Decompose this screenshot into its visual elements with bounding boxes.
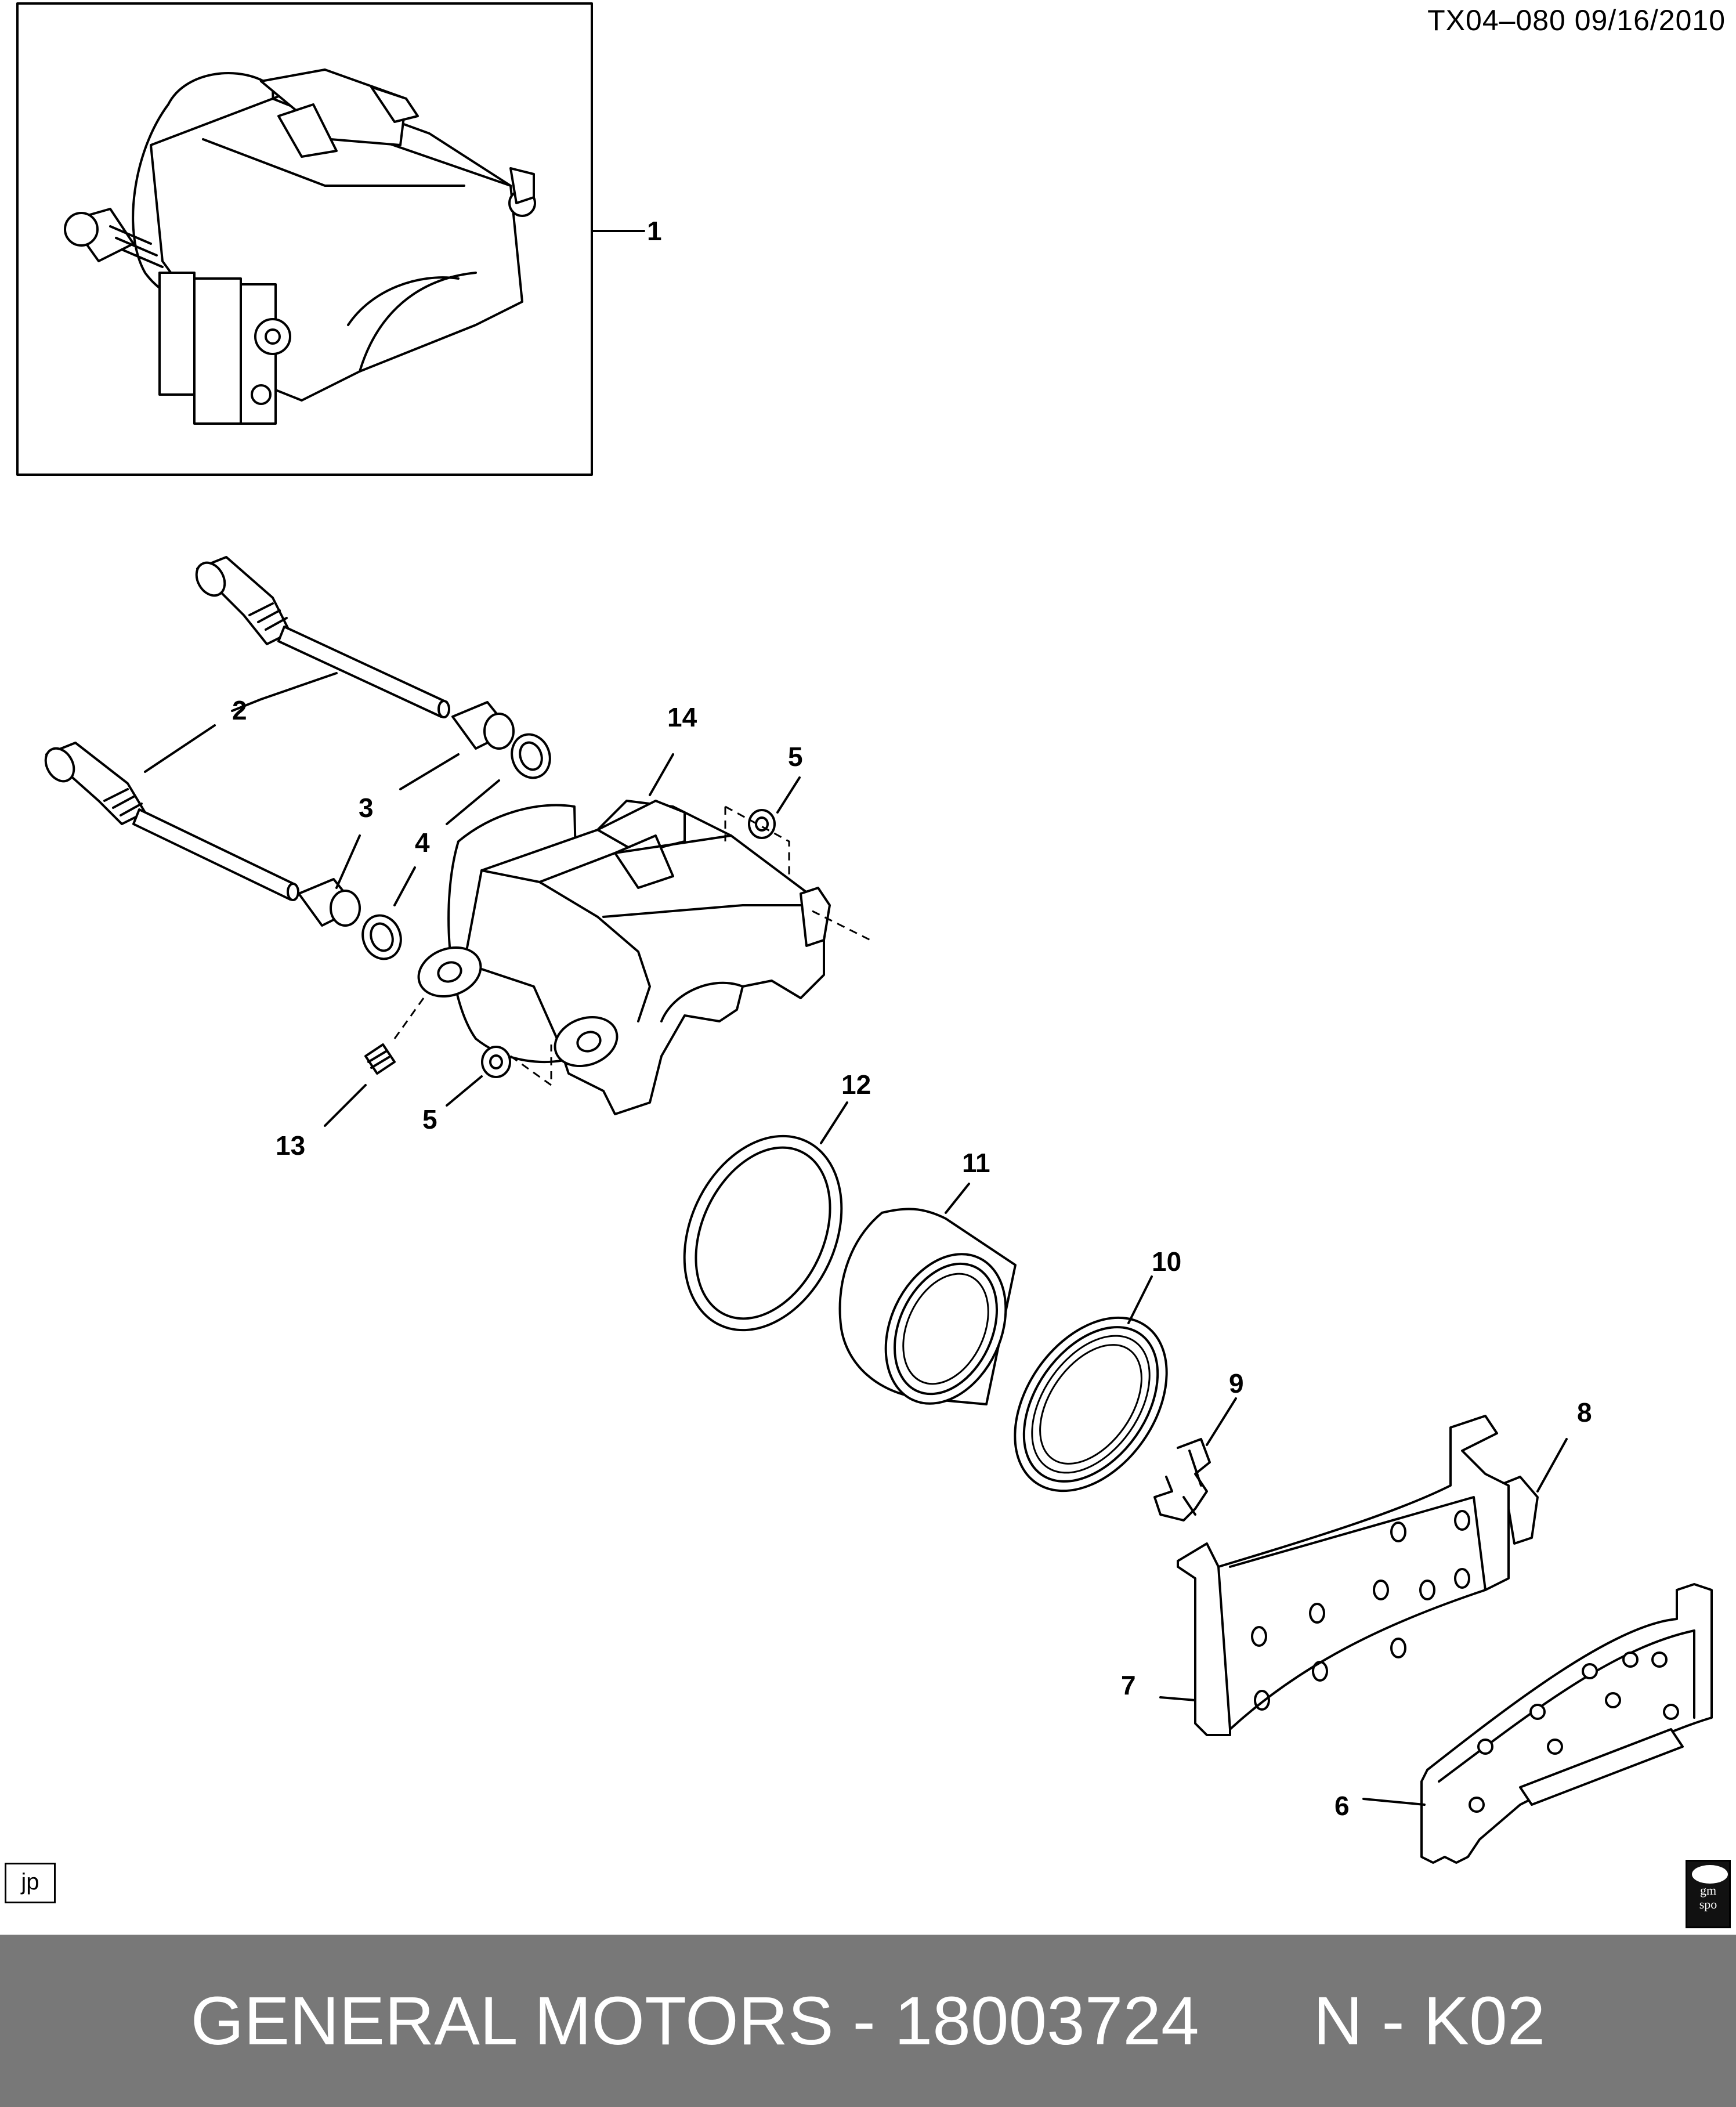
callout-1: 1 bbox=[647, 216, 662, 246]
piston-seal: 12 bbox=[683, 1069, 871, 1332]
callout-5-lower: 5 bbox=[422, 1104, 437, 1134]
exploded-view-diagram: 1 2 3 3 4 bbox=[16, 2, 1713, 1864]
footer-part-number: 18003724 bbox=[894, 1982, 1199, 2059]
footer-brand: GENERAL MOTORS bbox=[190, 1982, 834, 2059]
sleeve-bushings: 3 3 bbox=[298, 701, 515, 927]
document-reference: TX04–080 09/16/2010 bbox=[1427, 4, 1726, 37]
callout-4: 4 bbox=[415, 827, 430, 858]
inner-brake-pad: 7 bbox=[1121, 1415, 1510, 1736]
bushing-boots: 4 bbox=[361, 733, 551, 960]
gm-spo-logo: gm spo bbox=[1686, 1860, 1731, 1928]
footer-separator: - bbox=[833, 1982, 895, 2059]
retainer-clip: 9 bbox=[1153, 1368, 1244, 1521]
assembly-inset: 1 bbox=[16, 2, 662, 476]
logo-text-spo: spo bbox=[1699, 1897, 1717, 1911]
footer-code: N - K02 bbox=[1313, 1982, 1546, 2059]
guide-pin-bolts: 2 bbox=[44, 556, 450, 901]
bleeder-caps: 5 5 bbox=[422, 742, 871, 1134]
footer-gap bbox=[1199, 1982, 1314, 2061]
callout-3-upper: 3 bbox=[359, 793, 374, 823]
callout-5-upper: 5 bbox=[788, 742, 803, 772]
corner-tag: jp bbox=[5, 1863, 56, 1903]
callout-9: 9 bbox=[1229, 1368, 1244, 1398]
pad-backing-rivets bbox=[1469, 1651, 1679, 1813]
callout-8: 8 bbox=[1577, 1397, 1592, 1427]
footer-bar: GENERAL MOTORS - 18003724 N - K02 bbox=[0, 1935, 1736, 2107]
callout-7: 7 bbox=[1121, 1670, 1136, 1700]
logo-text-gm: gm bbox=[1699, 1883, 1717, 1898]
logo-oval bbox=[1692, 1865, 1728, 1884]
callout-13: 13 bbox=[276, 1130, 305, 1161]
callout-6: 6 bbox=[1334, 1791, 1350, 1821]
outer-brake-pad: 6 bbox=[1334, 1583, 1713, 1864]
callout-12: 12 bbox=[841, 1069, 871, 1100]
callout-2: 2 bbox=[232, 695, 247, 725]
piston: 11 bbox=[838, 1148, 1017, 1405]
caliper-housing: 14 bbox=[417, 702, 831, 1115]
callout-11: 11 bbox=[962, 1148, 990, 1178]
callout-10: 10 bbox=[1152, 1246, 1181, 1277]
bleeder-valve: 13 bbox=[276, 998, 425, 1161]
pad-rivet-holes bbox=[1251, 1510, 1470, 1711]
callout-14: 14 bbox=[667, 702, 697, 732]
assembled-caliper-illustration bbox=[64, 68, 536, 425]
dust-boot: 10 bbox=[1014, 1246, 1181, 1492]
